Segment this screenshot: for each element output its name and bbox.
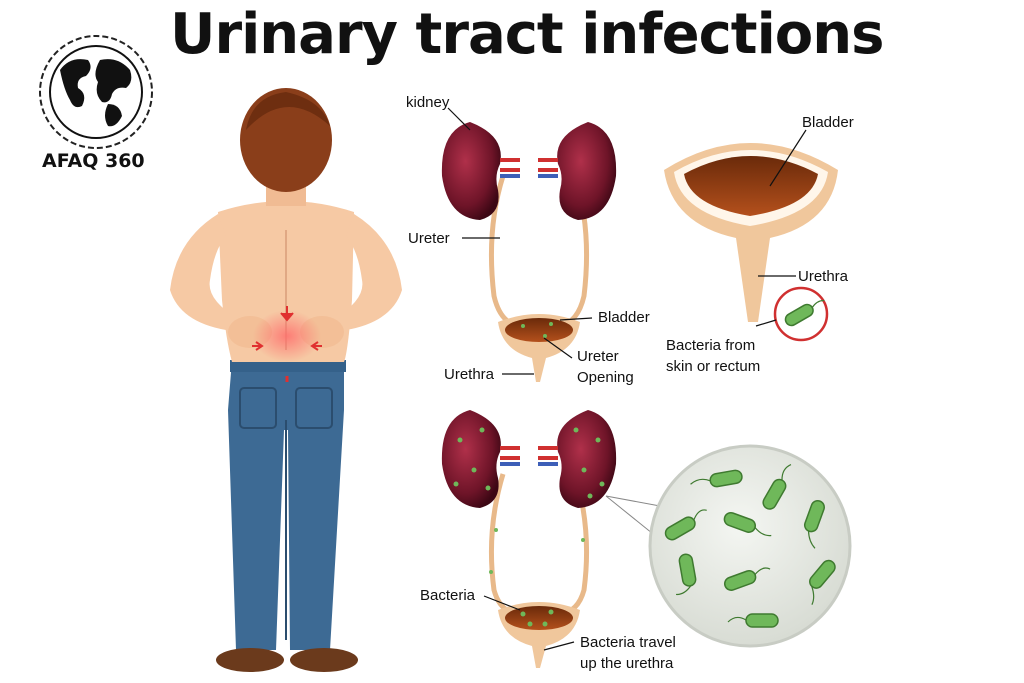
- bacterium-icon: [664, 509, 707, 541]
- label-ureter: Ureter: [408, 230, 450, 247]
- label-bladder-small: Bladder: [598, 309, 650, 326]
- kidney-left-icon: [441, 122, 520, 220]
- label-bacteria: Bacteria: [420, 587, 476, 604]
- label-kidney: kidney: [406, 94, 450, 111]
- urinary-system-infected: [441, 410, 669, 668]
- kidney-left-infected-icon: [441, 410, 520, 508]
- label-urethra-small: Urethra: [444, 366, 495, 383]
- bacterium-icon: [676, 553, 697, 596]
- page-title: Urinary tract infections: [170, 2, 884, 67]
- bladder-large-icon: [664, 129, 838, 322]
- bladder-small-icon: [498, 314, 580, 382]
- bacterium-icon: [723, 567, 771, 591]
- bacterium-icon: [762, 464, 792, 510]
- bacteria-skin-magnifier: [755, 286, 829, 342]
- globe-logo-icon: [39, 35, 153, 149]
- bacterium-icon: [690, 469, 743, 488]
- kidney-right-infected-icon: [538, 410, 617, 508]
- bacterium-icon: [727, 613, 779, 628]
- bacterium-icon: [803, 499, 825, 549]
- label-bacteria-travel: Bacteria travel up the urethra: [580, 634, 676, 672]
- label-urethra-large: Urethra: [798, 268, 849, 285]
- label-bladder-large: Bladder: [802, 114, 854, 131]
- bladder-infected-icon: [498, 602, 580, 668]
- bacteria-magnifier: [648, 444, 852, 648]
- bacterium-icon: [723, 511, 772, 537]
- bacterium-icon: [809, 559, 836, 605]
- label-ureter-opening: Ureter Opening: [577, 348, 634, 386]
- urinary-system-healthy: [441, 107, 617, 382]
- label-bacteria-source: Bacteria from skin or rectum: [666, 337, 761, 375]
- logo-text: AFAQ 360: [42, 150, 145, 172]
- man-back-figure: [170, 88, 402, 672]
- kidney-right-icon: [538, 122, 617, 220]
